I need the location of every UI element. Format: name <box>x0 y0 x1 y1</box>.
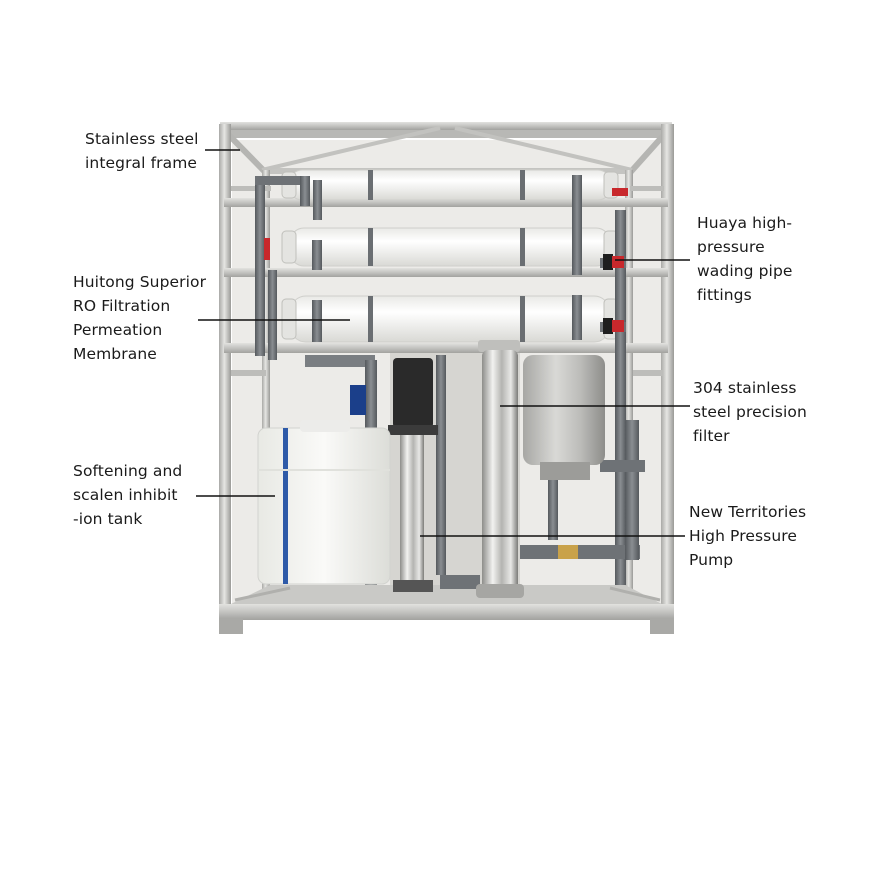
callout-leader-lines <box>196 149 690 537</box>
ro-membrane-housings <box>281 169 619 343</box>
callout-precision-filter: 304 stainless steel precision filter <box>693 379 807 445</box>
callout-high-pressure-pump: New Territories High Pressure Pump <box>689 503 807 569</box>
softening-tank <box>257 420 391 585</box>
callout-ro-membrane: Huitong Superior RO Filtration Permeatio… <box>73 273 207 363</box>
callout-pipe-fittings: Huaya high- pressure wading pipe fitting… <box>697 214 793 304</box>
precision-filter <box>476 340 605 598</box>
callout-softening-tank: Softening and scalen inhibit -ion tank <box>73 462 183 528</box>
high-pressure-pump <box>388 358 438 592</box>
callout-stainless-steel-frame: Stainless steel integral frame <box>85 130 199 172</box>
